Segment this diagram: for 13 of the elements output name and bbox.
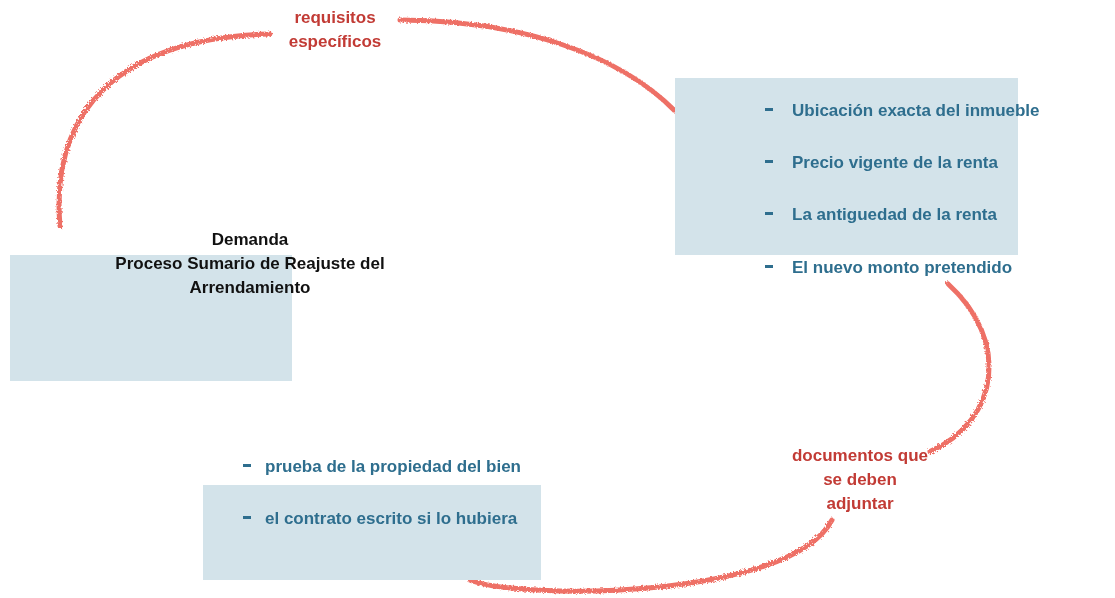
connector-label: requisitos específicos (287, 7, 383, 53)
list-item: El nuevo monto pretendido (792, 258, 1013, 278)
card-title: Proceso Sumario de Reajuste del Arrendamiento (114, 253, 386, 299)
list-item: prueba de la propiedad del bien (265, 457, 521, 477)
list-item: Ubicación exacta del inmueble (792, 101, 1040, 121)
connector-line (927, 281, 992, 455)
list-item: el contrato escrito si lo hubiera (265, 509, 518, 529)
connector-line (56, 31, 273, 229)
connector-line (467, 517, 835, 594)
list-item: La antiguedad de la renta (792, 205, 997, 225)
card-heading: Demanda (210, 229, 290, 251)
connector-label: documentos que se deben adjuntar (791, 445, 929, 515)
list-item: Precio vigente de la renta (792, 153, 998, 173)
